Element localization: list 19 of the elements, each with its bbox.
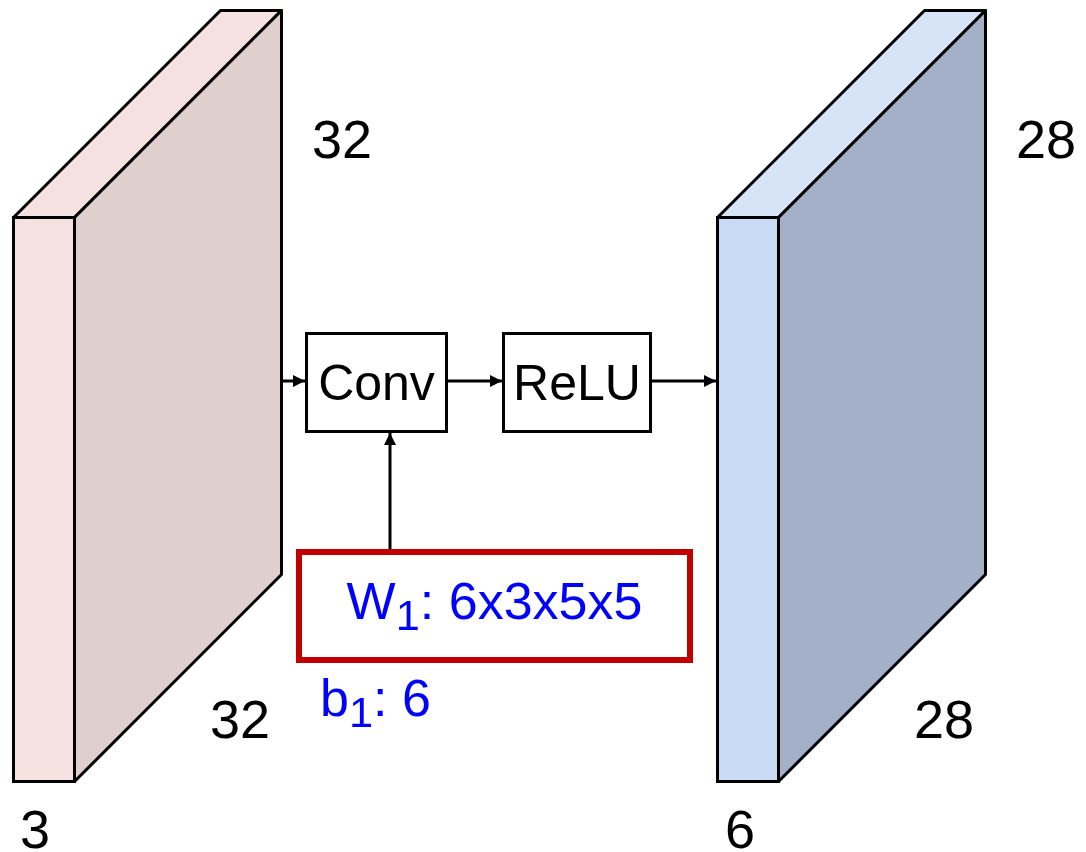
relu-layer-box bbox=[502, 332, 652, 433]
arrow bbox=[384, 433, 396, 549]
layer-label: W$_{1}$: 6x3x5x5 bbox=[346, 571, 643, 641]
layer-label: Conv bbox=[318, 353, 435, 412]
output-volume-drawing bbox=[716, 9, 986, 782]
arrow bbox=[652, 375, 716, 387]
dimension-label: 28 bbox=[914, 688, 975, 750]
depth-label: 3 bbox=[20, 798, 51, 852]
layer-label: ReLU bbox=[513, 353, 641, 412]
conv-layer-box bbox=[305, 332, 448, 433]
input-volume-drawing bbox=[12, 9, 282, 782]
bias-label: b$_{1}$: 6 bbox=[320, 668, 431, 738]
dimension-label: 32 bbox=[210, 688, 271, 750]
arrow bbox=[448, 375, 502, 387]
dimension-label: 32 bbox=[312, 108, 373, 170]
weight-box bbox=[296, 549, 693, 663]
arrow bbox=[282, 375, 305, 387]
dimension-label: 28 bbox=[1016, 108, 1077, 170]
depth-label: 6 bbox=[725, 798, 756, 852]
